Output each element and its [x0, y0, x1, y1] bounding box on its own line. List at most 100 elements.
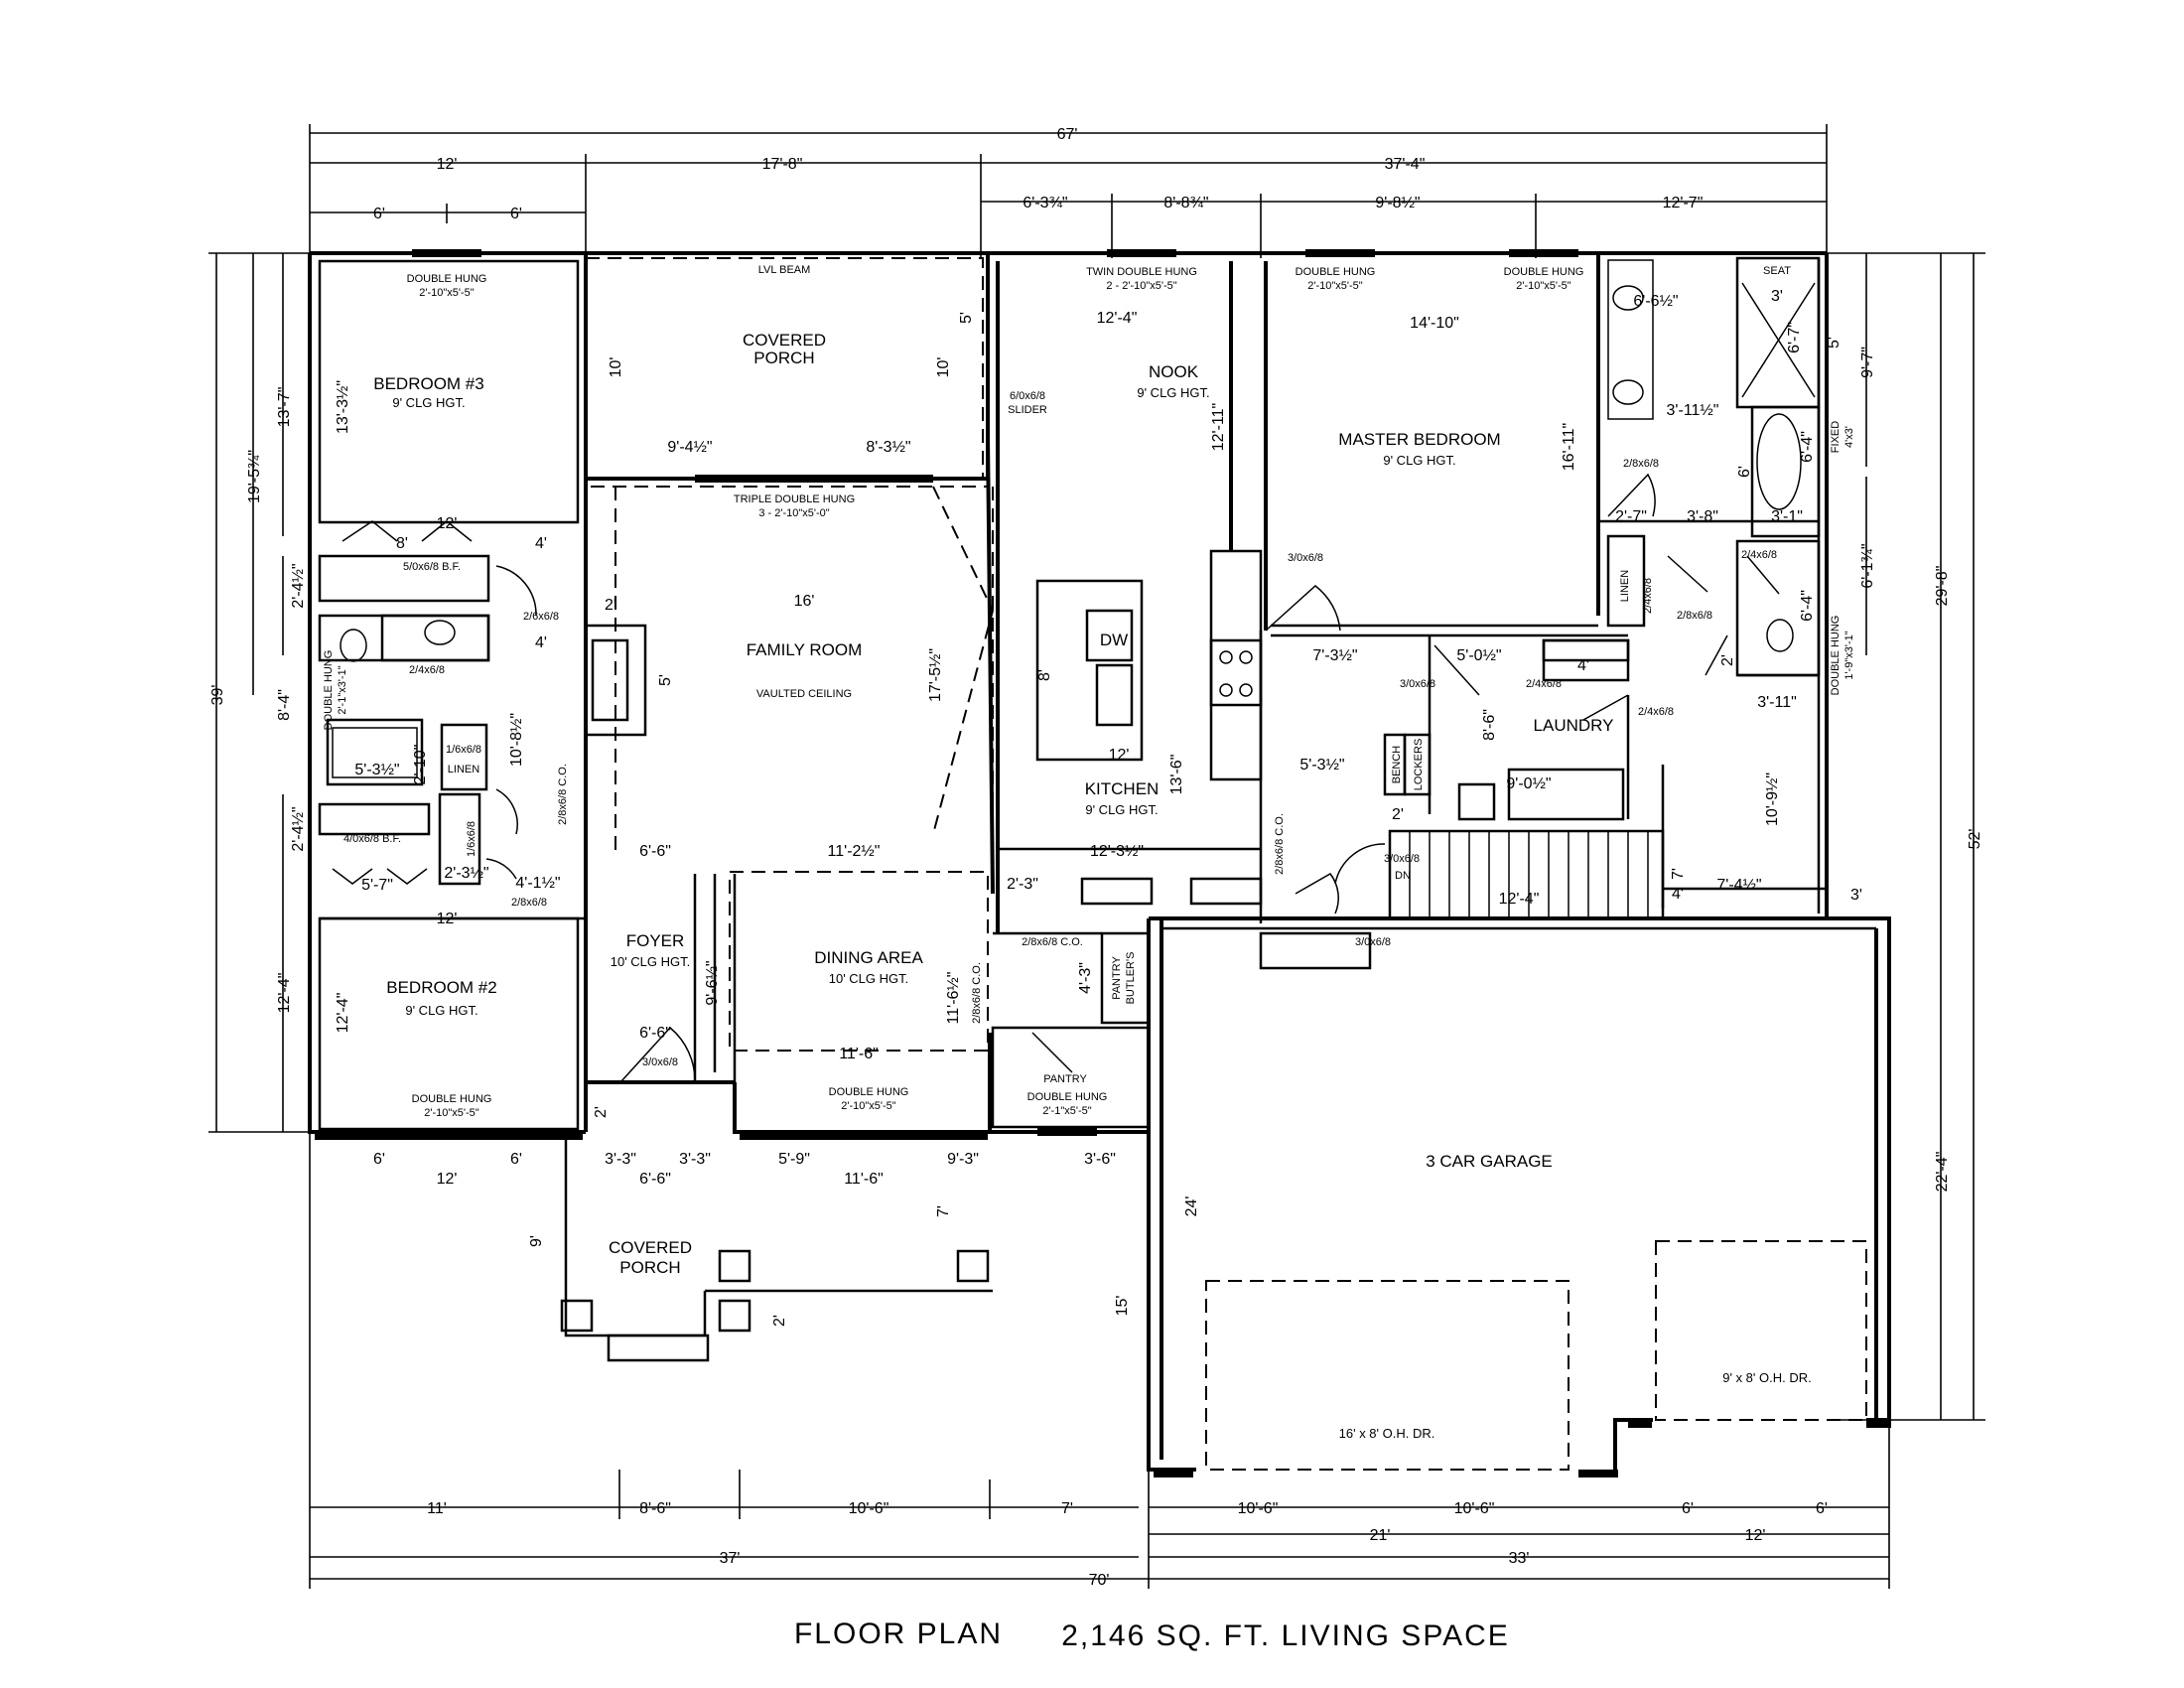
- ceiling-height-kitchen: 9' CLG HGT.: [1085, 802, 1158, 817]
- dim-overall-bottom: 70': [1089, 1572, 1110, 1589]
- dim-kitchen-12: 12': [1109, 747, 1130, 764]
- dim-left-8-4: 8'-4": [276, 689, 293, 721]
- dim-garage-6a: 6': [1682, 1500, 1694, 1517]
- door-kitchen-co: 2/8x6/8 C.O.: [1274, 813, 1286, 875]
- dim-kitchen-13-6: 13'-6": [1168, 755, 1185, 795]
- annotations: LVL BEAM DW 6/0x6/8 SLIDER DOUBLE HUNG 2…: [323, 264, 1855, 1441]
- dim-foyer-9-6: 9'-6½": [704, 960, 721, 1005]
- dim-porch-8-3: 8'-3½": [866, 439, 910, 456]
- dim-overall-top: 67': [1057, 126, 1078, 143]
- dim-garage-12: 12': [1745, 1527, 1766, 1544]
- dim-mud-5-3: 5'-3½": [1299, 757, 1344, 774]
- dim-hall-7-4: 7'-4½": [1716, 877, 1761, 894]
- dim-top-6a: 6': [373, 206, 385, 222]
- dim-family-width: 16': [794, 593, 815, 610]
- dim-left-2-4a: 2'-4½": [290, 563, 307, 608]
- dim-front-6b: 6': [510, 1151, 522, 1168]
- window-bedroom3-size: 2'-10"x5'-5": [419, 287, 475, 299]
- dim-porch-5: 5': [958, 312, 975, 324]
- window-nook-type: TWIN DOUBLE HUNG: [1086, 266, 1197, 278]
- dim-fireplace: 5': [657, 674, 674, 686]
- dim-hall-4-1: 4'-1½": [515, 875, 560, 892]
- note-seat: SEAT: [1763, 265, 1791, 277]
- dim-hall-2: 2': [605, 597, 616, 614]
- dim-stairs-4: 4': [1672, 886, 1684, 903]
- window-pantry-type: DOUBLE HUNG: [1027, 1091, 1108, 1103]
- dim-bath-3-1: 3'-1": [1771, 508, 1803, 525]
- note-lvl-beam: LVL BEAM: [758, 264, 811, 276]
- window-master-2-type: DOUBLE HUNG: [1504, 266, 1584, 278]
- window-bedroom3-type: DOUBLE HUNG: [407, 273, 487, 285]
- dim-right-22-4: 22'-4": [1934, 1152, 1951, 1193]
- room-name-front-porch-line-1: COVERED: [609, 1238, 692, 1257]
- room-name-butlers-pantry-line-1: BUTLER'S: [1125, 952, 1137, 1005]
- window-pantry-size: 2'-1"x5'-5": [1042, 1105, 1091, 1117]
- dim-row-6-6: 6'-6": [639, 843, 671, 860]
- dim-kitchen-8: 8': [1036, 669, 1053, 681]
- dim-bedroom3-width: 12': [437, 515, 458, 532]
- dim-left-13-7: 13'-7": [276, 387, 293, 428]
- door-pantry-co: 2/8x6/8 C.O.: [1022, 936, 1083, 948]
- dim-front-3-3a: 3'-3": [605, 1151, 636, 1168]
- door-laundry-closet: 2/4x6/8: [1638, 706, 1674, 718]
- ceiling-height-bedroom-2: 9' CLG HGT.: [405, 1003, 478, 1018]
- door-bifold-4: 4/0x6/8 B.F.: [343, 833, 401, 845]
- dim-foyer-6-6: 6'-6": [639, 1025, 671, 1042]
- dim-nook-depth: 12'-11": [1210, 403, 1227, 451]
- dim-porch-10a: 10': [608, 357, 624, 378]
- dim-stairs-7: 7': [1670, 868, 1687, 880]
- dim-front-5-9: 5'-9": [778, 1151, 810, 1168]
- dim-right-6-1: 6'-1¾": [1859, 543, 1876, 588]
- dim-left-2-4b: 2'-4½": [290, 806, 307, 851]
- note-bench: BENCH: [1391, 746, 1403, 784]
- door-laundry-master: 3/0x6/8: [1400, 678, 1435, 690]
- room-name-garage: 3 CAR GARAGE: [1426, 1152, 1553, 1171]
- dim-dining-width: 11'-6": [839, 1046, 879, 1062]
- dim-front-9: 9': [528, 1235, 545, 1247]
- ceiling-height-bedroom-3: 9' CLG HGT.: [392, 395, 465, 410]
- dim-bath-5: 5': [1826, 337, 1843, 349]
- window-bedroom2-size: 2'-10"x5'-5": [424, 1107, 479, 1119]
- dim-garage-24: 24': [1183, 1196, 1200, 1217]
- dim-porch-10b: 10': [935, 357, 952, 378]
- door-swings: [332, 473, 1780, 1083]
- dim-bottom-10-6: 10'-6": [849, 1500, 889, 1517]
- dim-left-39: 39': [209, 685, 226, 706]
- window-dining-type: DOUBLE HUNG: [829, 1086, 909, 1098]
- window-dining-size: 2'-10"x5'-5": [841, 1100, 896, 1112]
- door-hall-co: 2/8x6/8 C.O.: [557, 764, 569, 825]
- note-fixed-window: FIXED: [1830, 421, 1842, 453]
- note-garage-door-small: 9' x 8' O.H. DR.: [1722, 1370, 1811, 1385]
- dim-hall-4b: 4': [535, 634, 547, 651]
- ceiling-height-master: 9' CLG HGT.: [1383, 453, 1455, 468]
- door-stairs: 3/0x6/8: [1384, 853, 1420, 865]
- dim-laundry-5-0: 5'-0½": [1456, 647, 1501, 664]
- room-name-master-bedroom: MASTER BEDROOM: [1338, 430, 1500, 449]
- room-name-bedroom-3: BEDROOM #3: [373, 374, 483, 393]
- dim-bottom-11: 11': [427, 1500, 447, 1517]
- dim-right-29-8: 29'-8": [1934, 566, 1951, 607]
- dim-hall-5-3: 5'-3½": [354, 762, 399, 778]
- room-name-rear-porch-line-1: COVERED: [743, 331, 826, 350]
- door-master-closet: 2/8x6/8: [1677, 610, 1712, 622]
- dim-hall-2-3: 2'-3½": [444, 865, 488, 882]
- room-name-kitchen: KITCHEN: [1085, 779, 1160, 798]
- room-name-laundry: LAUNDRY: [1534, 716, 1614, 735]
- porch-columns: [560, 1249, 990, 1333]
- dim-top-9-8: 9'-8½": [1375, 195, 1420, 211]
- dim-bottom-33: 33': [1509, 1550, 1530, 1567]
- dim-hall-2-10: 2'-10": [412, 745, 429, 785]
- room-labels: BEDROOM #3 9' CLG HGT. COVERED PORCH NOO…: [373, 331, 1631, 1277]
- door-bedroom2: 2/8x6/8: [511, 897, 547, 909]
- window-master-bath-size: 1'-9"x3'-1": [1843, 631, 1855, 679]
- dim-bath-3-11: 3'-11½": [1667, 402, 1719, 419]
- door-hall-bath: 2/6x6/8: [523, 611, 559, 623]
- window-master-bath-type: DOUBLE HUNG: [1830, 616, 1842, 696]
- dim-bath-6: 6': [1736, 466, 1753, 478]
- dim-bath-3-8: 3'-8": [1687, 508, 1718, 525]
- dim-master-depth: 16'-11": [1561, 423, 1577, 471]
- dim-right-52: 52': [1967, 829, 1983, 850]
- dim-laundry-7-3: 7'-3½": [1312, 647, 1357, 664]
- dim-left-12-4: 12'-4": [276, 973, 293, 1014]
- dim-hall-10-8: 10'-8½": [508, 713, 525, 767]
